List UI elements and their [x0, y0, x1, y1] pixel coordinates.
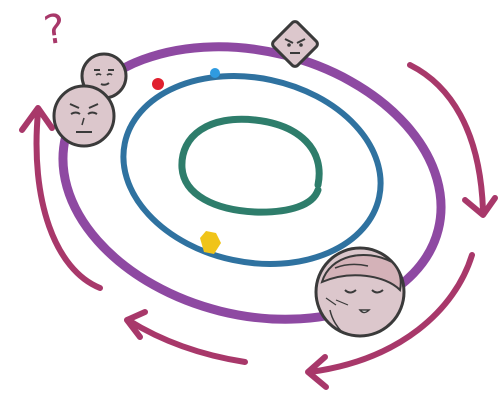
yellow-gem: [200, 231, 221, 254]
large-face-icon: [52, 84, 116, 148]
blue-dot: [210, 68, 220, 78]
top-right-arrow: [407, 62, 498, 218]
girl-face-icon: [314, 246, 406, 338]
bottom-right-arrow: [305, 252, 475, 390]
bottom-left-arrow: [124, 309, 248, 365]
middle-ring: [120, 73, 384, 267]
red-dot: [152, 78, 164, 90]
inner-ring: [178, 115, 323, 216]
left-arrow: [19, 105, 103, 291]
diamond-face-icon: [271, 20, 319, 68]
